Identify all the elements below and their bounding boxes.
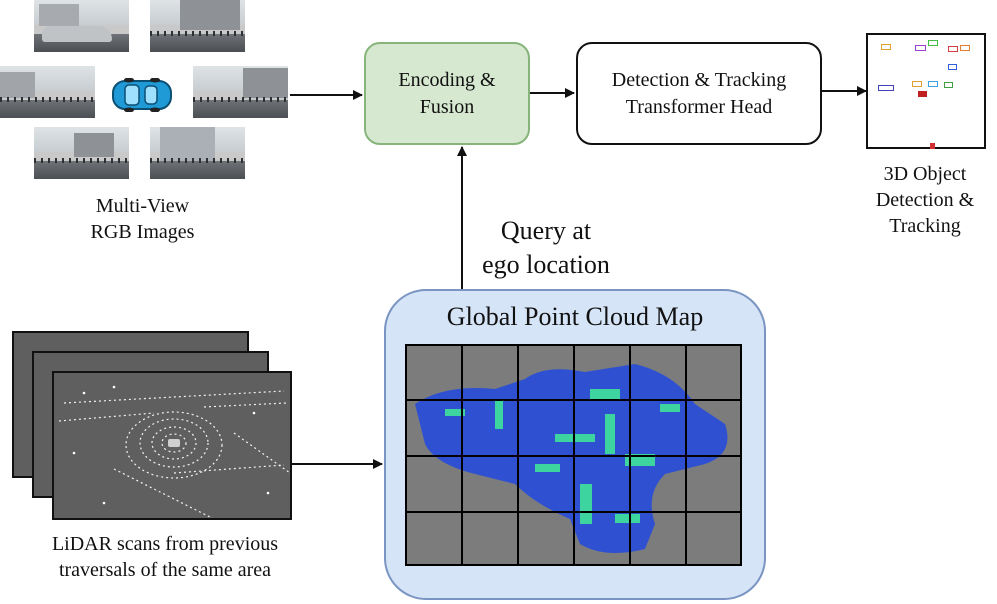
detected-box <box>948 64 957 70</box>
detected-box <box>944 82 953 88</box>
camera-image-back <box>150 127 245 179</box>
detected-box <box>960 45 970 51</box>
camera-image-front-left <box>34 0 129 52</box>
lidar-points <box>58 385 290 518</box>
detected-box <box>948 46 958 52</box>
map-panel-title: Global Point Cloud Map <box>446 302 704 331</box>
camera-images-caption: Multi-View RGB Images <box>90 195 195 243</box>
camera-image-left <box>0 66 95 118</box>
detected-box <box>912 81 922 87</box>
detected-box <box>930 143 935 149</box>
car-top-view-icon <box>112 78 172 112</box>
detected-box <box>915 45 926 51</box>
transformer-head-box: Detection & Tracking Transformer Head <box>576 42 822 145</box>
camera-image-right <box>193 66 288 118</box>
lidar-scan-front <box>52 371 292 520</box>
lidar-caption: LiDAR scans from previous traversals of … <box>51 533 279 581</box>
encoding-fusion-box: Encoding & Fusion <box>364 42 530 145</box>
detected-box <box>878 85 894 91</box>
detected-box <box>918 91 927 97</box>
query-label: Query at ego location <box>482 216 610 279</box>
map-point-cloud <box>405 344 742 566</box>
map-grid <box>405 344 742 566</box>
output-caption: 3D Object Detection & Tracking <box>875 163 975 237</box>
camera-image-front <box>150 0 245 52</box>
detection-output-view <box>866 33 986 149</box>
detected-box <box>881 44 891 50</box>
detected-box <box>928 81 938 87</box>
camera-image-back-left <box>34 127 129 179</box>
detected-box <box>928 40 938 46</box>
